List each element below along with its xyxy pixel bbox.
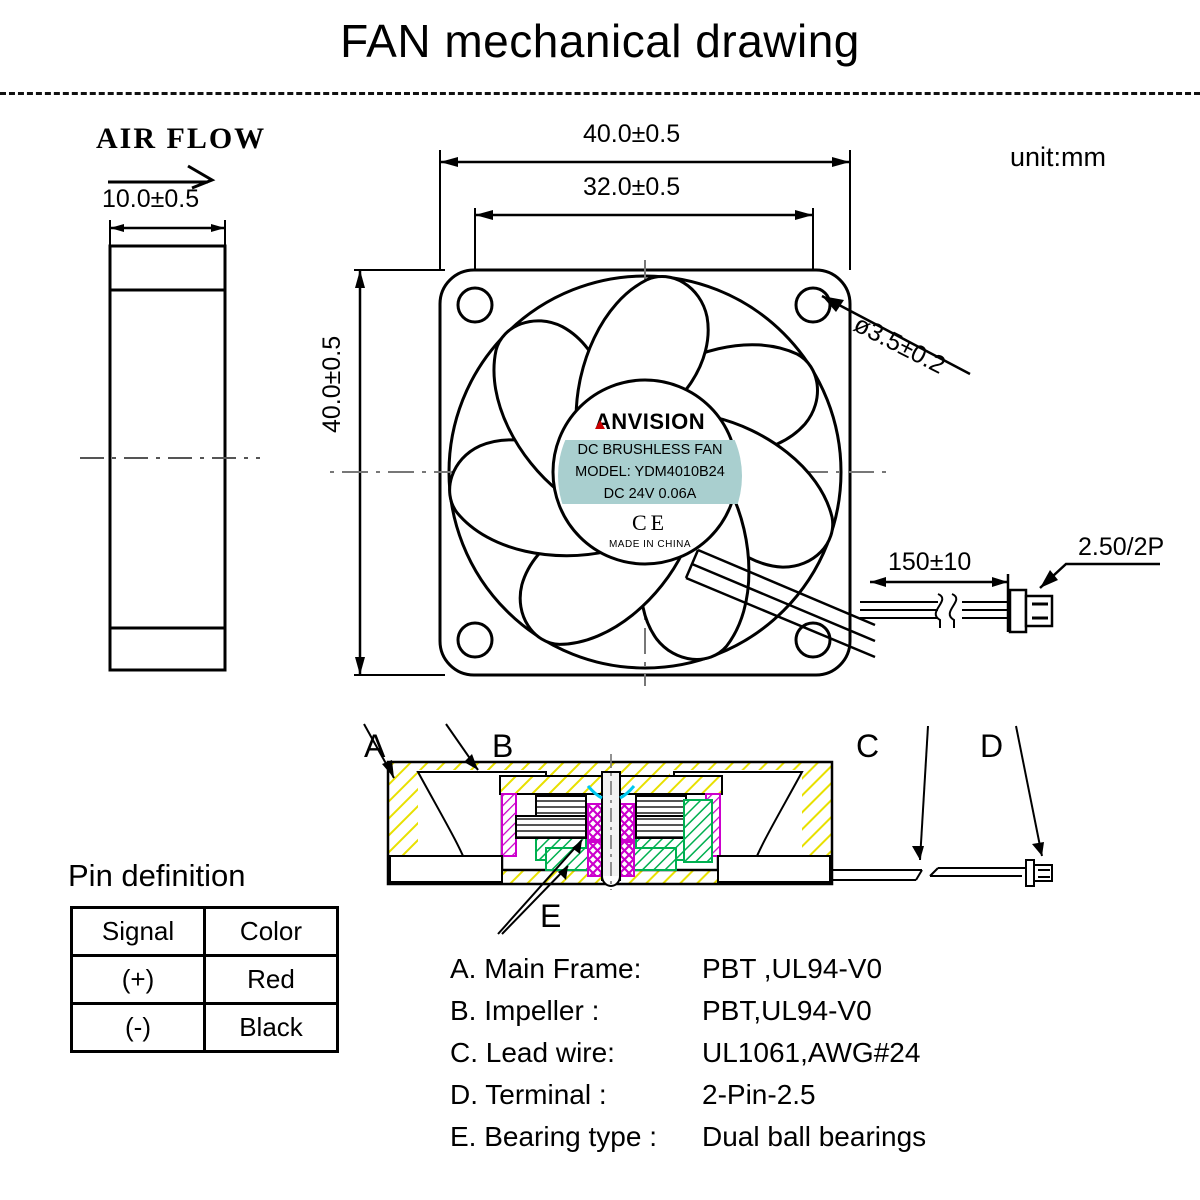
legend-item-a: A. Main Frame: PBT ,UL94-V0 bbox=[450, 948, 926, 990]
pin-definition-table: Signal Color (+) Red (-) Black bbox=[70, 906, 339, 1053]
lead-wire-top-view bbox=[860, 562, 1160, 634]
callout-b: B bbox=[492, 728, 514, 764]
brand-accent-triangle bbox=[594, 420, 605, 429]
table-row: (+) Red bbox=[70, 954, 339, 1005]
legend-item-b: B. Impeller : PBT,UL94-V0 bbox=[450, 990, 926, 1032]
table-row: (-) Black bbox=[70, 1002, 339, 1053]
legend-item-d: D. Terminal : 2-Pin-2.5 bbox=[450, 1074, 926, 1116]
signal-positive: (+) bbox=[70, 954, 206, 1005]
materials-legend: A. Main Frame: PBT ,UL94-V0 B. Impeller … bbox=[450, 948, 926, 1158]
color-positive: Red bbox=[203, 954, 339, 1005]
legend-key-e: E. Bearing type : bbox=[450, 1121, 658, 1152]
ce-mark-icon: CE bbox=[631, 510, 669, 535]
pin-definition-heading: Pin definition bbox=[68, 858, 246, 893]
connector-callout: 2.50/2P bbox=[1078, 533, 1165, 561]
label-origin: MADE IN CHINA bbox=[608, 539, 692, 550]
callout-a: A bbox=[364, 728, 386, 764]
legend-item-c: C. Lead wire: UL1061,AWG#24 bbox=[450, 1032, 926, 1074]
legend-value-d: 2-Pin-2.5 bbox=[702, 1079, 816, 1110]
cross-section-drawing bbox=[363, 723, 1053, 935]
hole-pitch-dimension: 32.0±0.5 bbox=[583, 173, 681, 201]
side-view-drawing bbox=[80, 164, 260, 672]
legend-key-c: C. Lead wire: bbox=[450, 1037, 615, 1068]
label-line3: DC 24V 0.06A bbox=[603, 486, 697, 502]
page-title: FAN mechanical drawing bbox=[340, 15, 860, 67]
lead-length-dimension: 150±10 bbox=[888, 548, 972, 576]
legend-key-b: B. Impeller : bbox=[450, 995, 600, 1026]
callout-e: E bbox=[540, 898, 562, 934]
table-header-row: Signal Color bbox=[70, 906, 339, 957]
label-brand-text: ANVISION bbox=[594, 409, 706, 434]
legend-value-c: UL1061,AWG#24 bbox=[702, 1037, 921, 1068]
height-dimension: 40.0±0.5 bbox=[318, 335, 346, 433]
legend-key-d: D. Terminal : bbox=[450, 1079, 607, 1110]
thickness-dimension: 10.0±0.5 bbox=[102, 185, 200, 213]
label-brand: ANVISION bbox=[558, 409, 742, 435]
legend-value-e: Dual ball bearings bbox=[702, 1121, 927, 1152]
callout-d: D bbox=[980, 728, 1004, 764]
fan-label: ANVISION DC BRUSHLESS FAN MODEL: YDM4010… bbox=[558, 384, 742, 568]
legend-key-a: A. Main Frame: bbox=[450, 953, 642, 984]
title-divider bbox=[0, 92, 1200, 95]
legend-item-e: E. Bearing type : Dual ball bearings bbox=[450, 1116, 926, 1158]
legend-value-b: PBT,UL94-V0 bbox=[702, 995, 872, 1026]
width-dimension: 40.0±0.5 bbox=[583, 120, 681, 148]
header-color: Color bbox=[203, 906, 339, 957]
label-band bbox=[558, 440, 742, 504]
callout-c: C bbox=[856, 728, 880, 764]
air-flow-heading: AIR FLOW bbox=[96, 122, 267, 155]
header-signal: Signal bbox=[70, 906, 206, 957]
label-line1: DC BRUSHLESS FAN bbox=[577, 442, 723, 458]
unit-note: unit:mm bbox=[1010, 142, 1107, 172]
label-line2: MODEL: YDM4010B24 bbox=[575, 464, 725, 480]
signal-negative: (-) bbox=[70, 1002, 206, 1053]
legend-value-a: PBT ,UL94-V0 bbox=[702, 953, 883, 984]
color-negative: Black bbox=[203, 1002, 339, 1053]
